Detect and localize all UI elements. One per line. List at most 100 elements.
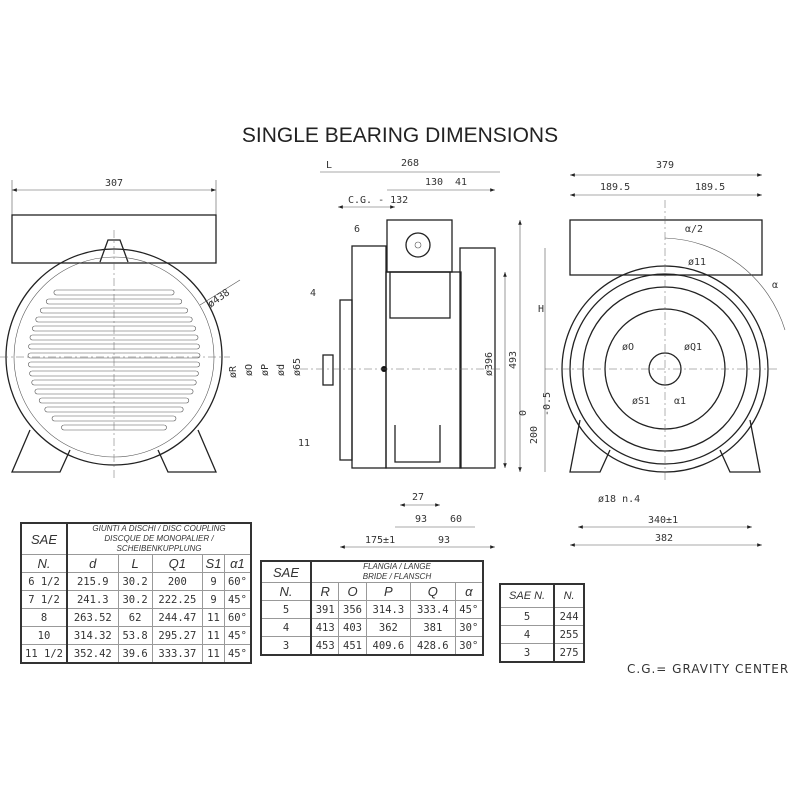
col-header: d: [66, 554, 119, 573]
dim-93a: 93: [415, 514, 427, 525]
table-cell: 30.2: [117, 590, 153, 609]
dim-493: 493: [508, 351, 519, 369]
table-cell: 5: [499, 607, 556, 626]
table-cell: 9: [202, 590, 225, 609]
table-cell: 9: [202, 572, 225, 591]
table-cell: 39.6: [117, 644, 153, 664]
table-cell: 453: [310, 636, 340, 656]
table-cell: 381: [410, 618, 456, 637]
label-R: øR: [228, 365, 239, 378]
table-cell: 45°: [223, 626, 252, 645]
table-cell: 295.27: [151, 626, 204, 645]
dim-4: 4: [310, 288, 316, 299]
dim-189-left: 189.5: [600, 182, 630, 193]
col-header: O: [338, 582, 367, 601]
dim-340: 340±1: [648, 515, 678, 526]
table-cell: 413: [310, 618, 340, 637]
table-cell: 352.42: [66, 644, 119, 664]
table-cell: 6 1/2: [20, 572, 68, 591]
table-cell: 11 1/2: [20, 644, 68, 664]
label-alpha-half: α/2: [685, 224, 703, 235]
table-cell: 45°: [223, 590, 252, 609]
dim-200: 200: [529, 426, 540, 444]
dim-width: 307: [105, 178, 123, 189]
table-cell: 30.2: [117, 572, 153, 591]
tol-upper: 0: [518, 410, 529, 416]
dim-6: 6: [354, 224, 360, 235]
col-header: SAE N.: [499, 583, 556, 608]
table-cell: 3: [499, 643, 556, 663]
table-cell: 11: [202, 626, 225, 645]
col-header: R: [310, 582, 340, 601]
title-line-1: FLANGIA / LANGE: [363, 562, 431, 571]
table-cell: 215.9: [66, 572, 119, 591]
dim-382: 382: [655, 533, 673, 544]
dim-189-right: 189.5: [695, 182, 725, 193]
dim-11: 11: [298, 438, 310, 449]
table-cell: 356: [338, 600, 367, 619]
table-cell: 391: [310, 600, 340, 619]
label-d: ød: [276, 364, 287, 376]
dim-hole-438: ø438: [206, 287, 232, 310]
dim-268: 268: [401, 158, 419, 169]
label-diaQ1: øQ1: [684, 342, 702, 353]
table-cell: 7 1/2: [20, 590, 68, 609]
table-cell: 4: [499, 625, 556, 644]
title-line-2: BRIDE / FLANSCH: [362, 572, 432, 581]
gravity-center-note: C.G.= GRAVITY CENTER: [627, 662, 790, 676]
table-cell: 53.8: [117, 626, 153, 645]
label-65: ø65: [292, 358, 303, 376]
col-header: S1: [202, 554, 225, 573]
table-cell: 200: [151, 572, 204, 591]
col-header: α: [454, 582, 484, 601]
dim-60: 60: [450, 514, 462, 525]
table-cell: 428.6: [410, 636, 456, 656]
table-cell: 222.25: [151, 590, 204, 609]
dim-cg: C.G. - 132: [348, 195, 408, 206]
rear-view: 379 189.5 189.5 α/2 α ø11 øO øQ1 øS1 α1 …: [518, 160, 786, 547]
col-header: L: [117, 554, 153, 573]
table-cell: 60°: [223, 608, 252, 627]
table-cell: 45°: [223, 644, 252, 664]
table-cell: 244.47: [151, 608, 204, 627]
col-header: N.: [553, 583, 585, 608]
table-cell: 275: [553, 643, 585, 663]
n-header: N.: [260, 582, 312, 601]
label-dia11: ø11: [688, 257, 706, 268]
grille-slot: [51, 415, 177, 422]
front-view: 307 ø438: [0, 178, 241, 480]
dim-396: ø396: [484, 352, 495, 376]
dim-27: 27: [412, 492, 424, 503]
dim-holes: ø18 n.4: [598, 494, 640, 505]
label-P: øP: [260, 364, 271, 376]
table-cell: 314.32: [66, 626, 119, 645]
table-cell: 8: [20, 608, 68, 627]
table-cell: 263.52: [66, 608, 119, 627]
sae-header: SAE: [260, 560, 312, 583]
label-diaS1: øS1: [632, 396, 650, 407]
label-alpha1: α1: [674, 396, 686, 407]
page-title: SINGLE BEARING DIMENSIONS: [242, 124, 558, 147]
col-header: P: [365, 582, 412, 601]
table-cell: 244: [553, 607, 585, 626]
table-cell: 10: [20, 626, 68, 645]
side-view: L 268 130 41 C.G. - 132 6 4 11 ø396 øR ø…: [228, 158, 522, 549]
table-cell: 255: [553, 625, 585, 644]
dim-175: 175±1: [365, 535, 395, 546]
table-cell: 3: [260, 636, 312, 656]
dim-93b: 93: [438, 535, 450, 546]
